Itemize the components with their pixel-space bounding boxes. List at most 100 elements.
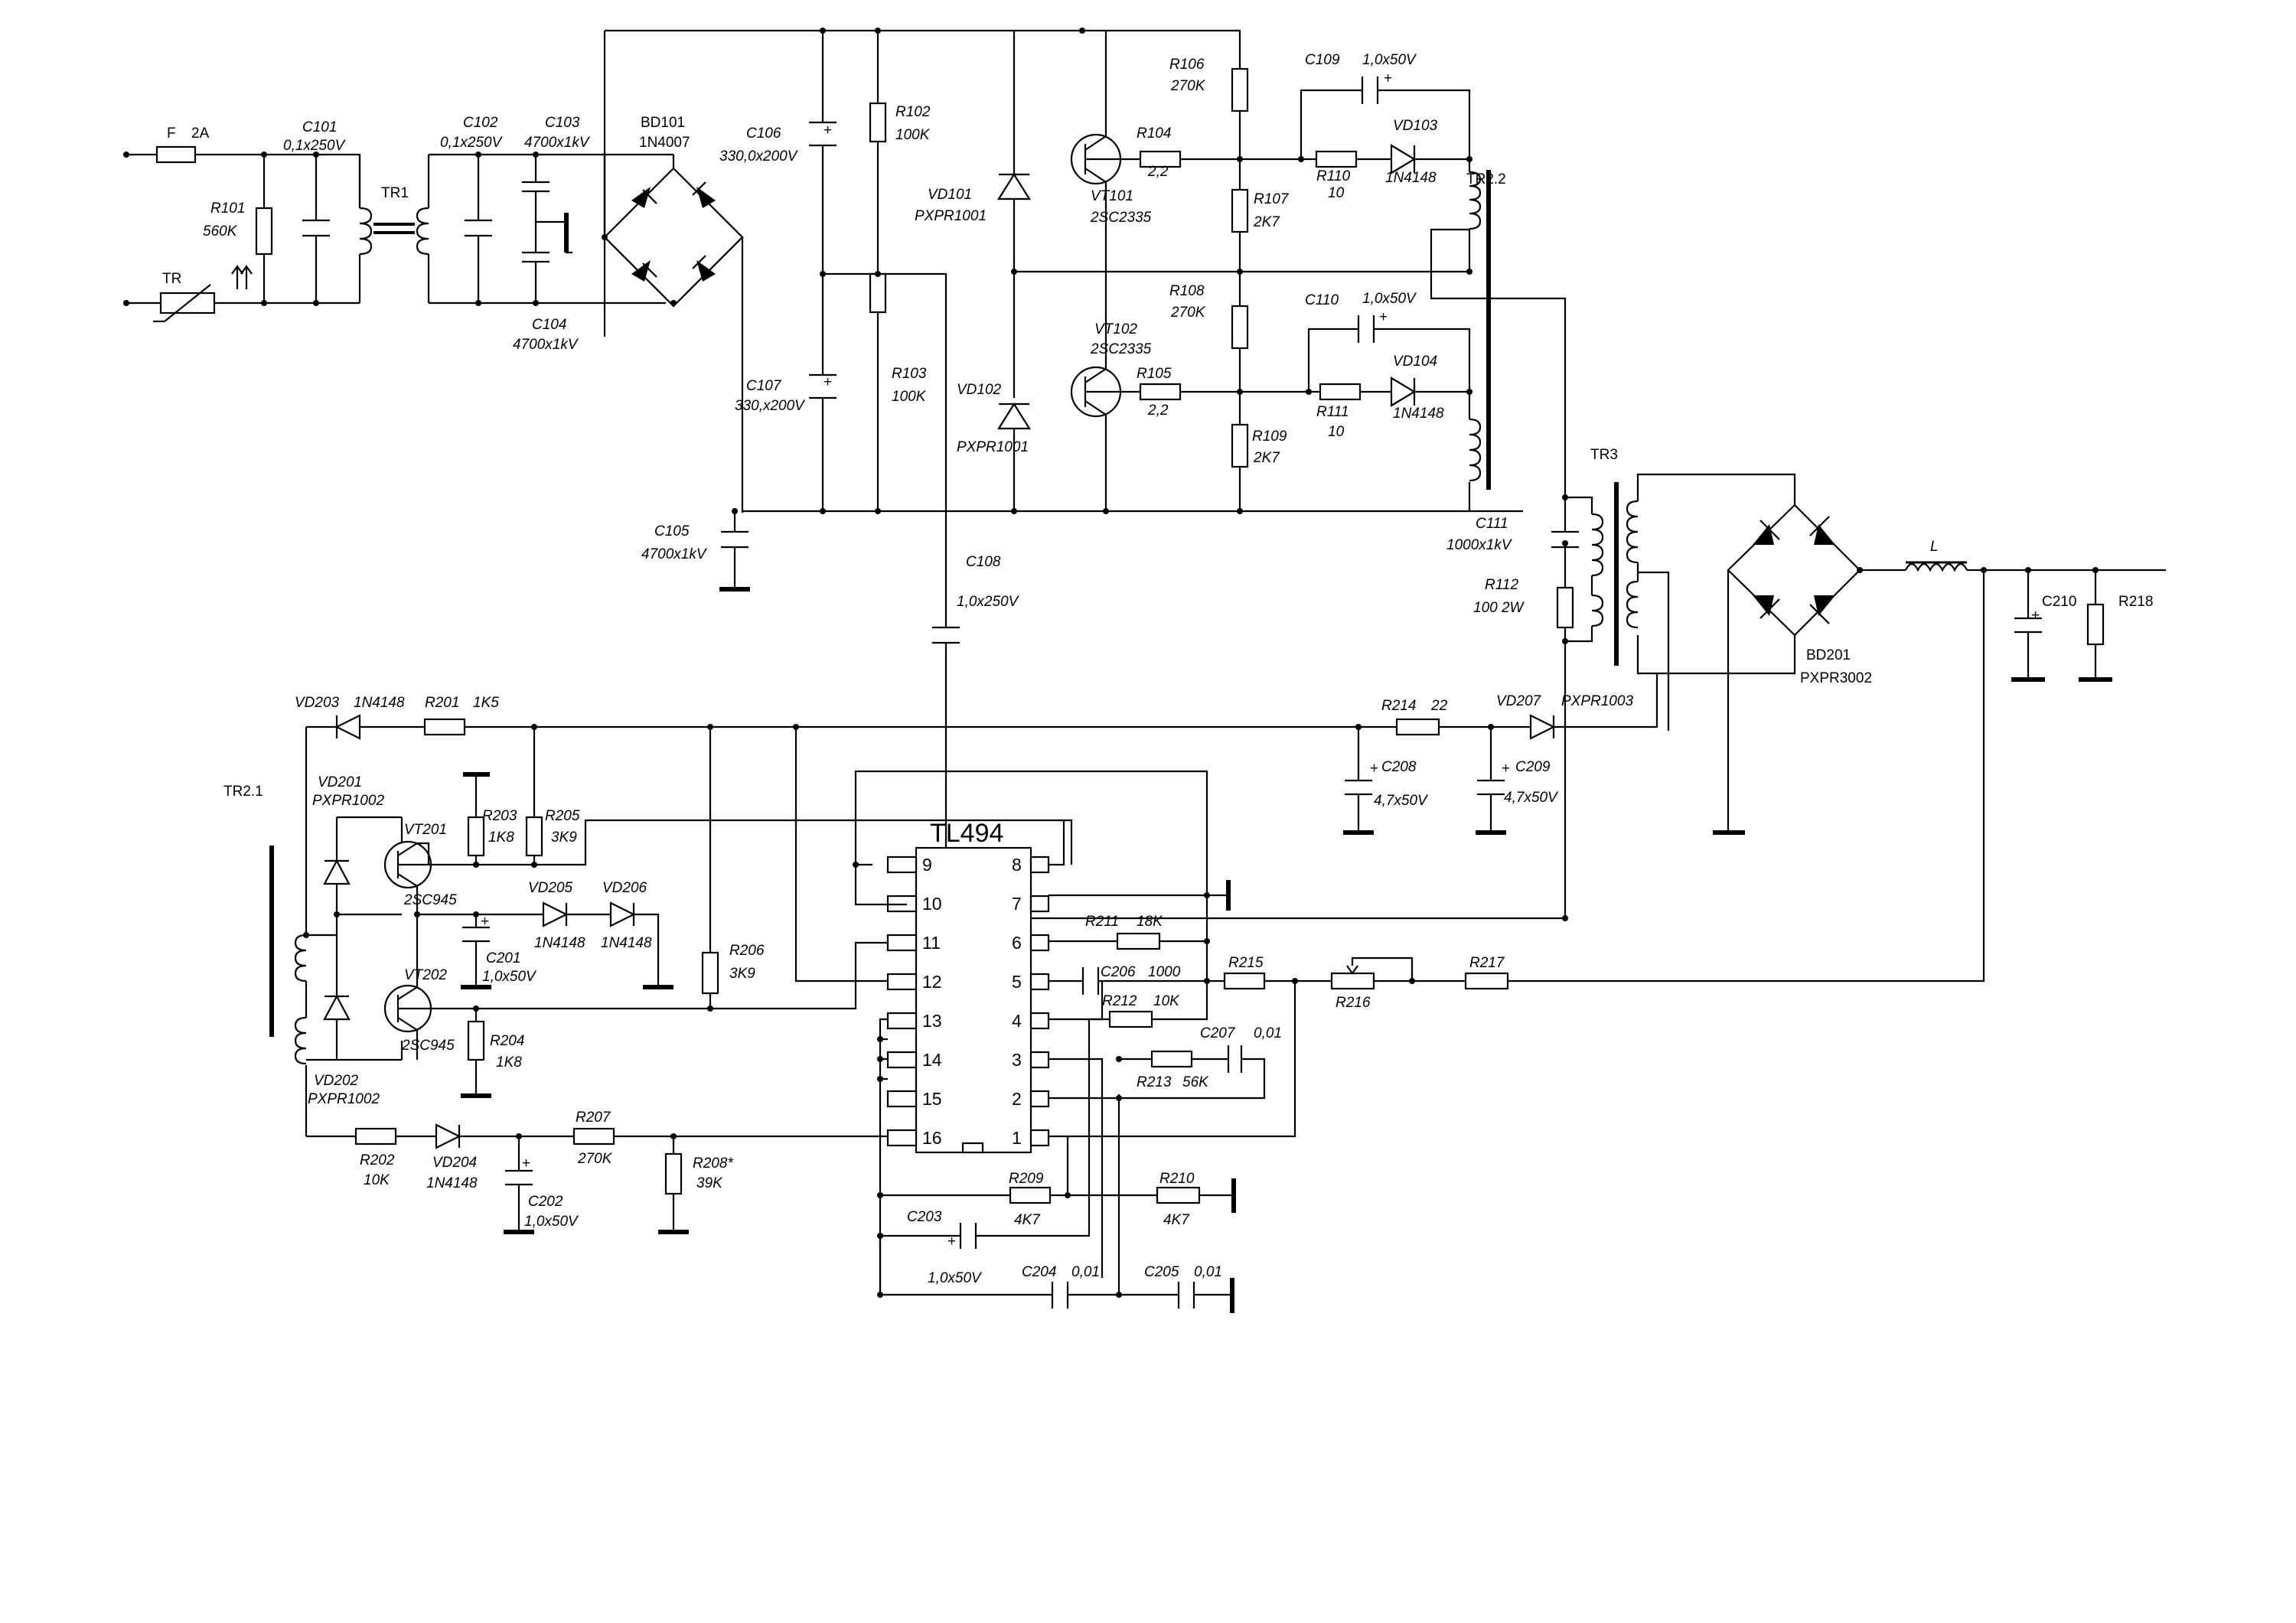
label-R111: R111 bbox=[1316, 404, 1349, 420]
label-VD104-val: 1N4148 bbox=[1393, 406, 1444, 422]
ic-pin-label-3: 3 bbox=[1012, 1050, 1022, 1070]
label-R203-val: 1K8 bbox=[488, 829, 514, 846]
resistor-R211 bbox=[1116, 932, 1161, 950]
label-C209-val: 4,7x50V bbox=[1504, 790, 1559, 806]
label-C207: C207 bbox=[1200, 1025, 1236, 1041]
label-VT102: VT102 bbox=[1094, 321, 1137, 337]
label-R206: R206 bbox=[729, 943, 765, 959]
label-R102: R102 bbox=[895, 104, 931, 120]
label-C202-val: 1,0x50V bbox=[524, 1214, 579, 1230]
label-L: L bbox=[1930, 539, 1939, 555]
label-C208-val: 4,7x50V bbox=[1374, 793, 1429, 809]
resistor-R204 bbox=[467, 1020, 485, 1061]
label-R109-val: 2K7 bbox=[1253, 450, 1280, 466]
label-R201: R201 bbox=[425, 695, 459, 711]
ic-pin-label-13: 13 bbox=[922, 1011, 942, 1031]
ic-TL494-body bbox=[915, 846, 1032, 1154]
label-C206-val: 1000 bbox=[1148, 964, 1181, 980]
label-C104: C104 bbox=[532, 317, 566, 333]
resistor-R208 bbox=[664, 1152, 683, 1195]
label-R210-val: 4K7 bbox=[1163, 1212, 1190, 1228]
ic-pin-5 bbox=[1029, 973, 1050, 991]
plus-C201: + bbox=[481, 914, 489, 930]
ic-pin-4 bbox=[1029, 1012, 1050, 1030]
resistor-R108 bbox=[1231, 305, 1249, 350]
label-C106: C106 bbox=[746, 125, 781, 142]
resistor-R109 bbox=[1231, 423, 1249, 468]
label-R201-val: 1K5 bbox=[473, 695, 499, 711]
output-section bbox=[1506, 473, 2166, 983]
label-R209-val: 4K7 bbox=[1014, 1212, 1041, 1228]
label-R207-val: 270K bbox=[577, 1151, 613, 1167]
label-C110: C110 bbox=[1305, 292, 1339, 308]
label-VD103: VD103 bbox=[1393, 118, 1438, 134]
label-C209: C209 bbox=[1515, 759, 1551, 775]
label-R208-val: 39K bbox=[696, 1175, 723, 1191]
resistor-R112 bbox=[1556, 586, 1574, 629]
plus-C110: + bbox=[1379, 309, 1388, 325]
label-VD202: VD202 bbox=[314, 1073, 359, 1089]
resistor-R110 bbox=[1315, 150, 1358, 168]
resistor-R203 bbox=[467, 816, 485, 857]
resistor-R213 bbox=[1150, 1050, 1193, 1068]
label-C105: C105 bbox=[654, 523, 690, 539]
ic-pin-label-4: 4 bbox=[1012, 1011, 1022, 1031]
label-C208: C208 bbox=[1381, 759, 1417, 775]
label-F: F bbox=[167, 125, 176, 142]
label-VT201: VT201 bbox=[404, 822, 447, 838]
label-TR22: TR2.2 bbox=[1466, 171, 1506, 187]
label-VD203: VD203 bbox=[295, 695, 340, 711]
plus-C209: + bbox=[1502, 761, 1510, 777]
label-R206-val: 3K9 bbox=[729, 966, 755, 982]
label-TR21: TR2.1 bbox=[223, 784, 263, 800]
bridge-BD101 bbox=[603, 167, 744, 308]
label-C105-val: 4700x1kV bbox=[641, 546, 708, 562]
label-VD201: VD201 bbox=[318, 774, 362, 790]
plus-C106: + bbox=[823, 122, 832, 139]
ic-pin-9 bbox=[886, 855, 918, 874]
ic-pin-label-11: 11 bbox=[922, 933, 941, 953]
label-VT202-val: 2SC945 bbox=[401, 1038, 455, 1054]
plus-C107: + bbox=[823, 374, 832, 390]
label-TR: TR bbox=[162, 271, 181, 287]
resistor-R201 bbox=[423, 718, 466, 736]
input-section bbox=[123, 31, 744, 513]
ic-pin-label-10: 10 bbox=[922, 894, 942, 914]
label-VD101: VD101 bbox=[928, 187, 972, 203]
thermistor-TR bbox=[159, 292, 216, 314]
label-R211: R211 bbox=[1085, 914, 1119, 930]
label-VD104: VD104 bbox=[1393, 354, 1437, 370]
driver-supply-section bbox=[269, 673, 1658, 1234]
label-R202: R202 bbox=[360, 1152, 395, 1168]
label-C202: C202 bbox=[528, 1194, 563, 1210]
label-BD201: BD201 bbox=[1806, 647, 1851, 663]
label-VT202: VT202 bbox=[404, 967, 447, 983]
label-C111: C111 bbox=[1476, 516, 1508, 532]
labels: F 2A R101 560K TR C101 0,1x250V TR1 C102… bbox=[162, 52, 2153, 1286]
label-R102-val: 100K bbox=[895, 127, 931, 143]
ic-pin-label-15: 15 bbox=[922, 1089, 942, 1109]
label-R216: R216 bbox=[1336, 995, 1371, 1011]
label-VT201-val: 2SC945 bbox=[403, 892, 457, 908]
label-R213-val: 56K bbox=[1182, 1074, 1209, 1090]
label-C206: C206 bbox=[1101, 964, 1136, 980]
potentiometer-R216 bbox=[1330, 972, 1375, 990]
ic-pin-8 bbox=[1029, 855, 1050, 874]
label-BD201-val: PXPR3002 bbox=[1800, 670, 1872, 686]
label-TL494: TL494 bbox=[930, 819, 1003, 848]
resistor-R103 bbox=[869, 272, 887, 314]
label-VT101-val: 2SC2335 bbox=[1090, 210, 1152, 226]
label-C103-val: 4700x1kV bbox=[524, 135, 591, 151]
label-R202-val: 10K bbox=[364, 1172, 390, 1188]
ic-pin-11 bbox=[886, 934, 918, 952]
label-C109-val: 1,0x50V bbox=[1362, 52, 1417, 68]
ic-pin-label-7: 7 bbox=[1012, 894, 1022, 914]
label-C205-val: 0,01 bbox=[1194, 1264, 1222, 1280]
label-R103-val: 100K bbox=[892, 389, 927, 405]
resistor-R111 bbox=[1319, 383, 1362, 401]
label-R101-val: 560K bbox=[203, 223, 238, 240]
label-R112-val: 100 2W bbox=[1473, 600, 1525, 616]
label-R107: R107 bbox=[1254, 191, 1290, 207]
